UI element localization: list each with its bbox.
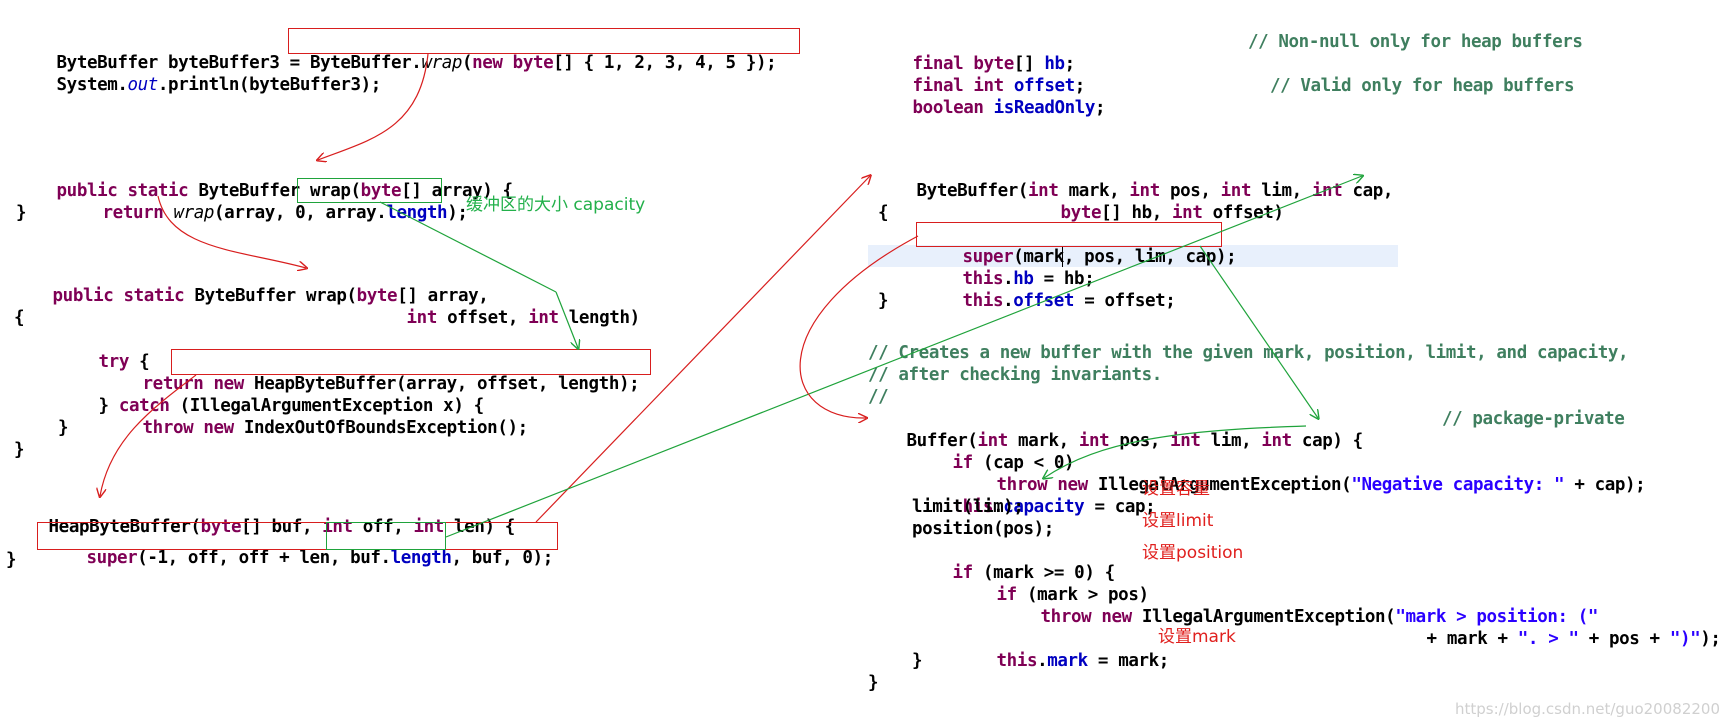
code-line: this.offset = offset; — [962, 291, 1176, 311]
arrow-cap-to-capacity — [1044, 425, 1307, 478]
code-comment: // after checking invariants. — [868, 365, 1162, 385]
code-line: this.mark = mark; — [996, 651, 1170, 671]
text-cursor — [1062, 247, 1063, 267]
code-comment: // Valid only for heap buffers — [1270, 76, 1575, 96]
code-line: } — [16, 203, 27, 223]
code-line: if (mark >= 0) { — [952, 563, 1116, 583]
watermark: https://blog.csdn.net/guo20082200 — [1454, 700, 1720, 718]
code-line: byte[] hb, int offset) — [1060, 203, 1284, 223]
code-line: if (cap < 0) — [952, 453, 1075, 473]
arrow-cap-to-buffer-cap — [1199, 245, 1318, 418]
new-heapbytebuffer-box — [171, 349, 651, 375]
arrow-super-to-bytebuffer — [535, 176, 870, 523]
code-line: { — [878, 203, 889, 223]
super-call-box-left — [37, 522, 558, 550]
code-comment: // package-private — [1442, 409, 1625, 429]
arrow-wrap-to-method — [318, 53, 429, 160]
capacity-note: 缓冲区的大小 capacity — [466, 195, 646, 215]
code-line: ByteBuffer(int mark, int pos, int lim, i… — [916, 181, 1394, 201]
code-line: ByteBuffer byteBuffer3 = ByteBuffer.wrap… — [56, 53, 777, 73]
wrap-call-box — [288, 28, 800, 54]
code-line: } — [6, 550, 17, 570]
code-line: super(mark, pos, lim, cap); — [962, 247, 1237, 267]
code-line: { — [14, 308, 25, 328]
code-line: return new HeapByteBuffer(array, offset,… — [142, 374, 640, 394]
set-capacity-note: 设置容量 — [1142, 479, 1210, 499]
code-comment: // Non-null only for heap buffers — [1248, 32, 1583, 52]
code-line: this.capacity = cap; — [952, 497, 1156, 517]
code-line: } — [14, 440, 25, 460]
code-comment: // — [868, 387, 889, 407]
code-line: position(pos); — [912, 519, 1054, 539]
arrow-super-to-buffer — [799, 235, 919, 418]
code-line: } — [878, 291, 889, 311]
code-line: throw new IndexOutOfBoundsException(); — [142, 418, 529, 438]
buf-length-box — [326, 522, 446, 550]
code-line: System.out.println(byteBuffer3); — [56, 75, 382, 95]
code-line: Buffer(int mark, int pos, int lim, int c… — [906, 431, 1364, 451]
arrow-buflength-to-cap — [445, 176, 1362, 538]
code-line: final int offset; — [912, 76, 1086, 96]
set-position-note: 设置position — [1142, 543, 1244, 563]
arrow-new-to-ctor — [100, 374, 197, 496]
super-call-box-right — [916, 222, 1222, 247]
code-line: public static ByteBuffer wrap(byte[] arr… — [56, 181, 514, 201]
set-mark-note: 设置mark — [1158, 627, 1236, 647]
code-line: throw new IllegalArgumentException("Nega… — [996, 475, 1646, 495]
code-line: } catch (IllegalArgumentException x) { — [98, 396, 485, 416]
code-line: } — [868, 673, 879, 693]
arrow-wrap-to-overload — [157, 195, 306, 268]
code-line: return wrap(array, 0, array.length); — [102, 203, 468, 223]
set-limit-note: 设置limit — [1142, 511, 1214, 531]
code-comment: // Creates a new buffer with the given m… — [868, 343, 1629, 363]
code-line: if (mark > pos) — [996, 585, 1149, 605]
current-line-highlight — [868, 245, 1398, 267]
code-line: throw new IllegalArgumentException("mark… — [1040, 607, 1599, 627]
code-line: limit(lim); — [912, 497, 1024, 517]
code-line: boolean isReadOnly; — [912, 98, 1106, 118]
code-line: + mark + ". > " + pos + ")"); — [1426, 629, 1721, 649]
code-line: } — [58, 418, 69, 438]
code-line: int offset, int length) — [406, 308, 641, 328]
array-length-box — [297, 178, 442, 203]
code-line: super(-1, off, off + len, buf.length, bu… — [86, 548, 554, 568]
code-line: final byte[] hb; — [912, 54, 1076, 74]
code-line: try { — [98, 352, 150, 372]
code-line: } — [912, 651, 923, 671]
arrow-length-to-param — [379, 201, 557, 293]
code-line: public static ByteBuffer wrap(byte[] arr… — [52, 286, 489, 306]
